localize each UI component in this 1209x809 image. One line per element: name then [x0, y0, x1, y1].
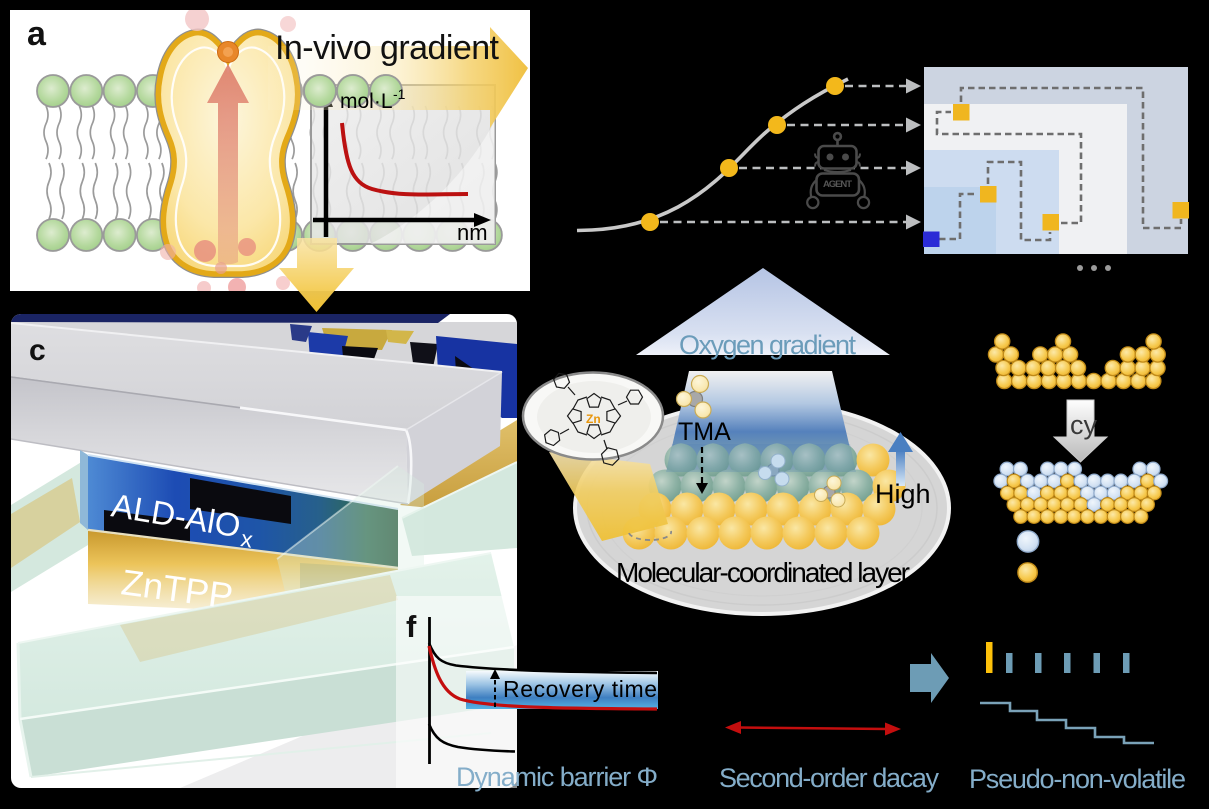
svg-text:f: f [406, 609, 417, 644]
svg-text:Pseudo-non-volatile: Pseudo-non-volatile [969, 764, 1186, 794]
svg-text:TMA: TMA [678, 418, 731, 446]
svg-text:mol·L: mol·L [340, 90, 393, 113]
svg-text:c: c [29, 334, 46, 367]
svg-text:-1: -1 [393, 86, 406, 102]
svg-text:nm: nm [457, 220, 488, 245]
svg-text:High: High [875, 479, 931, 509]
svg-text:Molecular-coordinated layer: Molecular-coordinated layer [616, 557, 910, 588]
svg-text:Second-order dacay: Second-order dacay [719, 763, 940, 793]
svg-text:In-vivo gradient: In-vivo gradient [275, 29, 500, 67]
svg-text:Oxygen gradient: Oxygen gradient [679, 330, 856, 360]
svg-text:cy: cy [1070, 410, 1098, 440]
svg-text:a: a [27, 15, 47, 53]
svg-text:Dynamic barrier Φ: Dynamic barrier Φ [456, 762, 658, 792]
svg-text:x: x [239, 525, 255, 553]
svg-text:AGENT: AGENT [823, 179, 852, 190]
svg-text:Zn: Zn [586, 412, 601, 426]
svg-text:Recovery time: Recovery time [503, 676, 657, 702]
